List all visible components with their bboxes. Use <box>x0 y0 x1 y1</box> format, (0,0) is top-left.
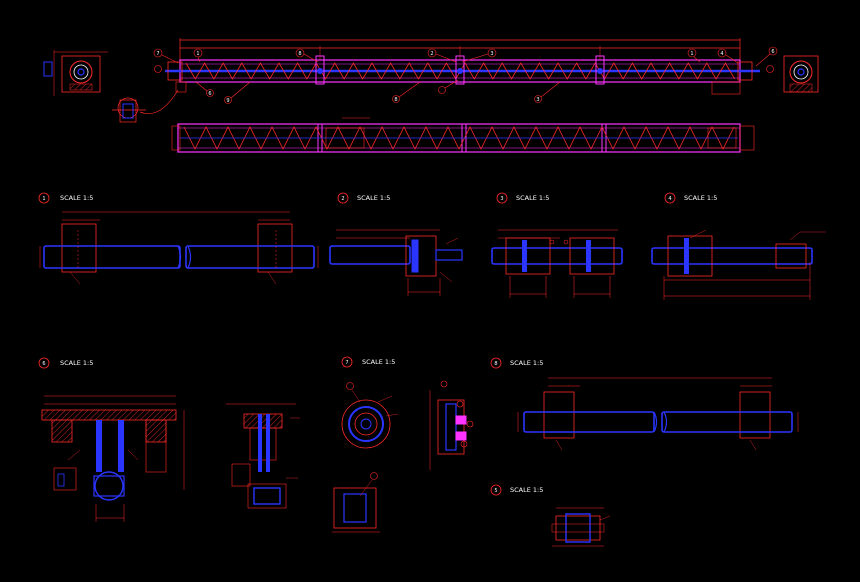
svg-text:SCALE 1:5: SCALE 1:5 <box>357 194 390 202</box>
detail-6-hanger <box>41 395 185 522</box>
svg-text:SCALE 1:5: SCALE 1:5 <box>684 194 717 202</box>
svg-text:4: 4 <box>720 51 723 57</box>
svg-text:SCALE 1:5: SCALE 1:5 <box>516 194 549 202</box>
svg-text:2: 2 <box>430 51 433 57</box>
top-callouts <box>153 46 778 104</box>
svg-text:6: 6 <box>208 91 211 97</box>
detail-2-header: 2 SCALE 1:5 <box>337 192 390 204</box>
svg-text:SCALE 1:5: SCALE 1:5 <box>60 359 93 367</box>
svg-text:4: 4 <box>668 196 671 202</box>
svg-text:6: 6 <box>771 49 774 55</box>
svg-text:6: 6 <box>42 361 45 367</box>
detail-6b-hanger-side <box>226 403 300 509</box>
detail-1-shaft <box>39 211 319 285</box>
svg-text:SCALE 1:5: SCALE 1:5 <box>60 194 93 202</box>
svg-text:7: 7 <box>345 360 348 366</box>
svg-text:2: 2 <box>341 196 344 202</box>
svg-text:8: 8 <box>298 51 301 57</box>
svg-text:3: 3 <box>490 51 493 57</box>
detail-1-header: 1 SCALE 1:5 <box>38 192 93 204</box>
svg-text:SCALE 1:5: SCALE 1:5 <box>362 358 395 366</box>
detail-5-bushing <box>551 507 611 547</box>
detail-8-shaft <box>517 377 799 451</box>
detail-5-header: 5 SCALE 1:5 <box>490 484 543 496</box>
end-view-left <box>43 50 108 96</box>
detail-3-header: 3 SCALE 1:5 <box>496 192 549 204</box>
drive-detail <box>112 89 179 123</box>
svg-text:SCALE 1:5: SCALE 1:5 <box>510 486 543 494</box>
svg-text:9: 9 <box>226 98 229 104</box>
svg-text:8: 8 <box>494 361 497 367</box>
svg-text:7: 7 <box>156 51 159 57</box>
detail-8-header: 8 SCALE 1:5 <box>490 357 543 369</box>
top-callout-numbers: 7 1 8 2 3 1 4 6 6 9 8 3 <box>156 49 774 104</box>
detail-4-drive-shaft <box>651 229 826 300</box>
detail-7b-seal <box>429 380 474 470</box>
svg-text:SCALE 1:5: SCALE 1:5 <box>510 359 543 367</box>
conveyor-elevation <box>165 38 760 95</box>
svg-text:8: 8 <box>394 97 397 103</box>
svg-text:3: 3 <box>500 196 503 202</box>
detail-6-header: 6 SCALE 1:5 <box>38 357 93 369</box>
svg-text:3: 3 <box>536 97 539 103</box>
detail-2-shaft-end <box>329 229 463 296</box>
detail-3-coupling <box>491 229 623 298</box>
svg-text:1: 1 <box>690 51 693 57</box>
svg-text:1: 1 <box>42 196 45 202</box>
svg-text:1: 1 <box>196 51 199 57</box>
end-view-right <box>783 55 819 93</box>
detail-4-header: 4 SCALE 1:5 <box>664 192 717 204</box>
detail-7-bearing <box>332 382 399 533</box>
svg-text:5: 5 <box>494 488 497 494</box>
conveyor-plan <box>171 117 755 153</box>
detail-7-header: 7 SCALE 1:5 <box>341 356 395 368</box>
